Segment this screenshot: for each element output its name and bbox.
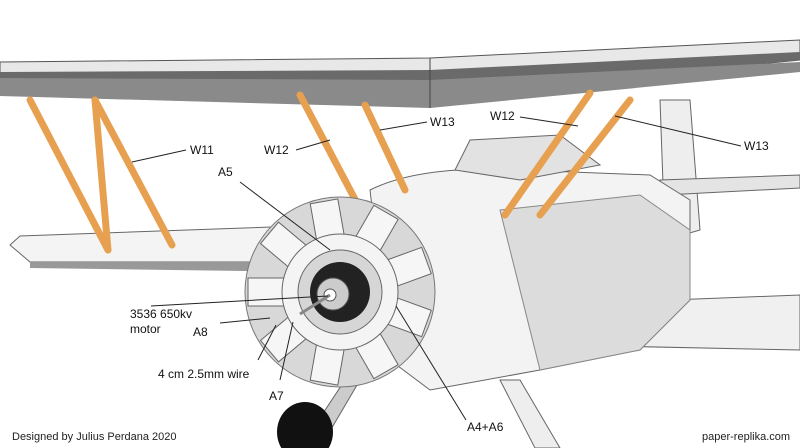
designer-credit: Designed by Julius Perdana 2020	[12, 431, 177, 443]
cockpit-windshield	[454, 134, 602, 181]
label-w13-right: W13	[744, 139, 769, 153]
label-motor-line2: motor	[130, 322, 161, 336]
label-w12-right: W12	[490, 109, 515, 123]
label-a4-a6: A4+A6	[467, 420, 504, 434]
label-w11: W11	[190, 143, 214, 157]
label-a8: A8	[193, 325, 208, 339]
label-a7: A7	[269, 389, 284, 403]
upper-wing	[0, 39, 800, 108]
radial-engine	[244, 196, 436, 388]
wing-struts	[26, 89, 634, 254]
website-link[interactable]: paper-replika.com	[702, 431, 790, 443]
label-w12-left: W12	[264, 143, 289, 157]
label-w13-left: W13	[430, 115, 455, 129]
label-motor-line1: 3536 650kv	[130, 307, 192, 321]
fuselage	[369, 134, 691, 391]
landing-gear	[277, 379, 561, 448]
leader-lines	[131, 115, 742, 421]
label-a5: A5	[218, 165, 233, 179]
label-wire: 4 cm 2.5mm wire	[158, 367, 250, 381]
